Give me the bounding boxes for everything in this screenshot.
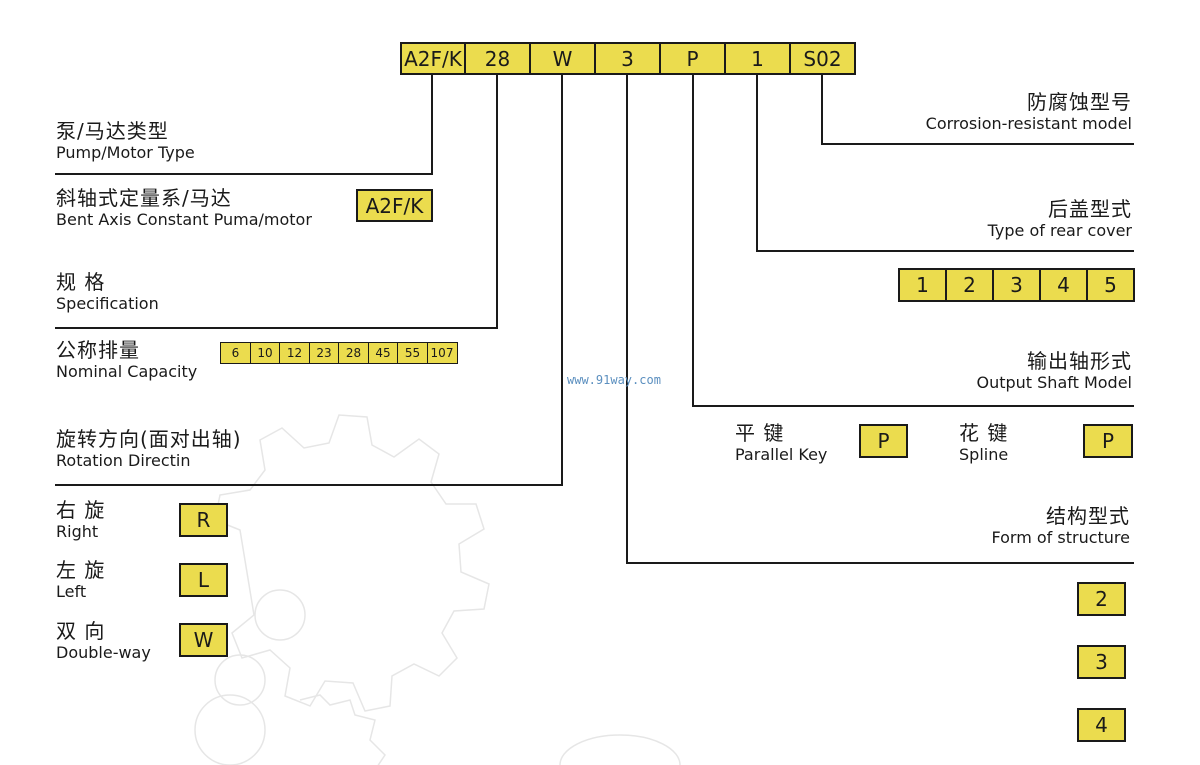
rear-cover-cell: 5 (1086, 268, 1135, 302)
specification-cn: 规 格 (56, 270, 106, 294)
connector-rotation-h (55, 484, 563, 486)
capacity-cell: 107 (426, 342, 458, 364)
output-shaft-label: 输出轴形式 Output Shaft Model (976, 349, 1132, 393)
capacity-cell: 12 (279, 342, 310, 364)
model-code-row: A2F/K 28 W 3 P 1 S02 (400, 42, 856, 75)
capacity-cell: 55 (397, 342, 428, 364)
bent-axis-en: Bent Axis Constant Puma/motor (56, 210, 312, 229)
rotation-cn: 旋转方向(面对出轴) (56, 427, 242, 451)
connector-structure-v (626, 75, 628, 564)
structure-label: 结构型式 Form of structure (991, 504, 1130, 548)
connector-rear-h (756, 250, 1134, 252)
corrosion-label: 防腐蚀型号 Corrosion-resistant model (926, 90, 1132, 134)
bent-axis-cn: 斜轴式定量系/马达 (56, 186, 232, 210)
capacity-cell: 23 (308, 342, 340, 364)
rear-cover-label: 后盖型式 Type of rear cover (988, 197, 1132, 241)
connector-corrosion-h (821, 143, 1134, 145)
capacity-cell: 28 (338, 342, 369, 364)
double-way-label: 双 向 Double-way (56, 619, 151, 663)
structure-box: 4 (1077, 708, 1126, 742)
nominal-capacity-en: Nominal Capacity (56, 362, 198, 381)
structure-en: Form of structure (991, 528, 1130, 547)
double-way-box: W (179, 623, 228, 657)
rear-cover-cell: 4 (1039, 268, 1088, 302)
code-cell-corrosion: S02 (789, 42, 856, 75)
capacity-cell: 45 (367, 342, 399, 364)
right-rotation-en: Right (56, 522, 99, 541)
spline-en: Spline (959, 445, 1009, 464)
left-rotation-box: L (179, 563, 228, 597)
capacity-cell: 6 (220, 342, 251, 364)
connector-type-v (431, 75, 433, 175)
code-cell-structure: 3 (594, 42, 661, 75)
nominal-capacity-cn: 公称排量 (56, 338, 140, 362)
corrosion-en: Corrosion-resistant model (925, 114, 1132, 133)
left-rotation-en: Left (56, 582, 87, 601)
bent-axis-label: 斜轴式定量系/马达 Bent Axis Constant Puma/motor (56, 186, 312, 230)
connector-spec-v (496, 75, 498, 329)
connector-shaft-v (692, 75, 694, 407)
nominal-capacity-label: 公称排量 Nominal Capacity (56, 338, 197, 382)
parallel-key-box: P (859, 424, 908, 458)
double-way-cn: 双 向 (56, 619, 106, 643)
site-watermark: www.91way.com (567, 373, 661, 387)
rear-cover-cn: 后盖型式 (1048, 197, 1132, 221)
parallel-key-cn: 平 键 (735, 421, 785, 445)
connector-rear-v (756, 75, 758, 252)
capacity-cell: 10 (249, 342, 281, 364)
rear-cover-values: 1 2 3 4 5 (898, 268, 1135, 302)
parallel-key-en: Parallel Key (735, 445, 828, 464)
rear-cover-cell: 3 (992, 268, 1041, 302)
pump-type-label: 泵/马达类型 Pump/Motor Type (56, 119, 195, 163)
code-cell-rotation: W (529, 42, 596, 75)
corrosion-cn: 防腐蚀型号 (1027, 90, 1132, 114)
pump-type-cn: 泵/马达类型 (56, 119, 169, 143)
left-rotation-cn: 左 旋 (56, 558, 106, 582)
connector-shaft-h (692, 405, 1134, 407)
pump-type-en: Pump/Motor Type (56, 143, 195, 162)
right-rotation-label: 右 旋 Right (56, 498, 105, 542)
rotation-label: 旋转方向(面对出轴) Rotation Directin (56, 427, 242, 471)
code-cell-type: A2F/K (400, 42, 466, 75)
connector-spec-h (55, 327, 498, 329)
double-way-en: Double-way (56, 643, 151, 662)
connector-corrosion-v (821, 75, 823, 145)
connector-rotation-v (561, 75, 563, 486)
structure-box: 2 (1077, 582, 1126, 616)
output-shaft-en: Output Shaft Model (976, 373, 1132, 392)
left-rotation-label: 左 旋 Left (56, 558, 105, 602)
code-cell-shaft: P (659, 42, 726, 75)
rear-cover-cell: 2 (945, 268, 994, 302)
right-rotation-box: R (179, 503, 228, 537)
structure-cn: 结构型式 (1046, 504, 1130, 528)
bent-axis-value-box: A2F/K (356, 189, 433, 222)
specification-en: Specification (56, 294, 159, 313)
rear-cover-cell: 1 (898, 268, 947, 302)
output-shaft-cn: 输出轴形式 (1027, 349, 1132, 373)
rotation-en: Rotation Directin (56, 451, 191, 470)
spline-box: P (1083, 424, 1133, 458)
connector-structure-h (626, 562, 1134, 564)
code-cell-rear-cover: 1 (724, 42, 791, 75)
spline-cn: 花 键 (959, 421, 1009, 445)
connector-type-h (55, 173, 433, 175)
specification-label: 规 格 Specification (56, 270, 159, 314)
structure-box: 3 (1077, 645, 1126, 679)
spline-label: 花 键 Spline (959, 421, 1008, 465)
nominal-capacity-values: 6 10 12 23 28 45 55 107 (220, 342, 458, 364)
rear-cover-en: Type of rear cover (987, 221, 1132, 240)
right-rotation-cn: 右 旋 (56, 498, 106, 522)
code-cell-spec: 28 (464, 42, 531, 75)
parallel-key-label: 平 键 Parallel Key (735, 421, 827, 465)
